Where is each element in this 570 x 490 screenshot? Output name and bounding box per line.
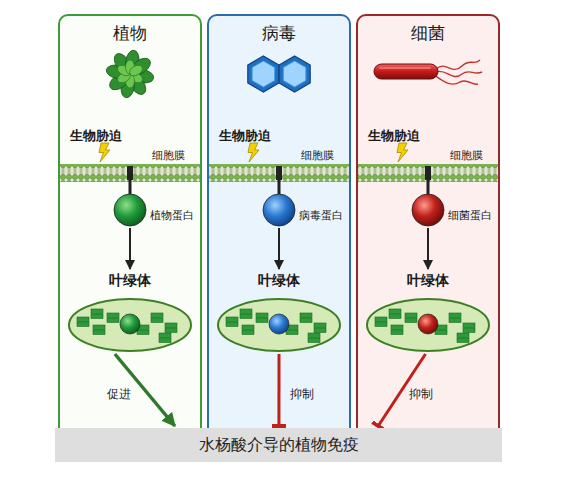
panel-title: 细菌 [358,22,498,45]
stress-label: 生物胁迫 [219,127,271,145]
receptor-stalk [127,166,431,194]
immunity-label: 水杨酸介导的植物免疫 [199,435,359,456]
membrane-label: 细胞膜 [450,148,483,163]
edge-label: 抑制 [408,386,434,403]
cell-membrane [358,164,498,182]
lightning-icon [397,143,408,162]
protein-circle: 细菌蛋白 [411,193,445,227]
panel-ground [208,15,350,445]
edge-label: 促进 [106,386,132,403]
edge-label: 抑制 [289,386,315,403]
stress-label: 生物胁迫 [70,127,122,145]
chloroplast-shape [216,297,342,353]
stress-label: 生物胁迫 [368,127,420,145]
inhibit-arrow [277,354,280,426]
organism-panel: 细菌细菌蛋白叶绿体 [356,14,500,446]
lightning-icon [99,143,110,162]
protein-circle: 病毒蛋白 [262,193,296,227]
chloroplast-ellipse: 叶绿体 [67,297,193,353]
chloroplast-shape [67,297,193,353]
chloroplast-label: 叶绿体 [258,272,300,290]
cell-membrane [60,164,200,182]
signal-arrow [129,228,131,269]
chloroplast-shape [365,297,491,353]
protein-circle: 植物蛋白 [113,193,147,227]
signal-arrow [278,228,280,269]
chloroplast-ellipse: 叶绿体 [216,297,342,353]
membrane-label: 细胞膜 [152,148,185,163]
signal-arrow [427,228,429,269]
protein-shape [113,193,147,227]
panel-ground [357,15,499,445]
organism-panel: 病毒病毒蛋白叶绿体 [207,14,351,446]
virus-icon [248,56,310,92]
bacterium-icon [374,60,482,84]
protein-label: 植物蛋白 [150,208,194,223]
panel-title: 病毒 [209,22,349,45]
chloroplast-label: 叶绿体 [407,272,449,290]
plant-icon [105,49,155,99]
chloroplast-ellipse: 叶绿体 [365,297,491,353]
lightning-icon [248,143,259,162]
membrane-label: 细胞膜 [301,148,334,163]
protein-shape [262,193,296,227]
cell-membrane [209,164,349,182]
chloroplast-label: 叶绿体 [109,272,151,290]
panel-ground [59,15,201,445]
immunity-band: 水杨酸介导的植物免疫 [55,428,502,462]
protein-shape [411,193,445,227]
organism-panel: 植物植物蛋白叶绿体 [58,14,202,446]
protein-label: 细菌蛋白 [448,208,492,223]
protein-label: 病毒蛋白 [299,208,343,223]
panel-title: 植物 [60,22,200,45]
